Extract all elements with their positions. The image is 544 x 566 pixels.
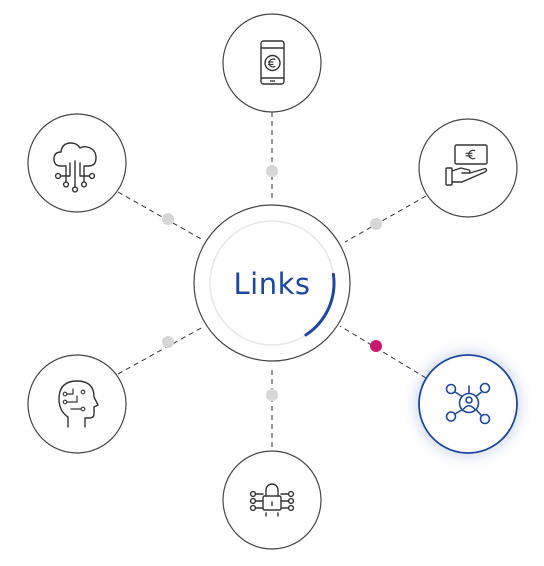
node-network[interactable] (416, 352, 520, 456)
node-cloud-computing[interactable] (27, 113, 127, 213)
connector-dot-artificial-intelligence (162, 336, 174, 348)
node-artificial-intelligence[interactable] (27, 354, 127, 454)
node-mobile-payment[interactable] (222, 13, 322, 113)
connector-dot-network (370, 340, 382, 352)
euro-banknote-hand-icon (445, 144, 488, 186)
center-label: Links (233, 267, 311, 301)
brain-head-icon (58, 380, 99, 428)
connector-dot-cloud-computing (162, 213, 174, 225)
connector-artificial-intelligence (117, 326, 204, 375)
user-network-icon (445, 382, 491, 425)
connector-dot-payment-in-hand (370, 218, 382, 230)
lock-circuit-icon (249, 483, 295, 517)
node-secure-data[interactable] (222, 450, 322, 550)
center-progress-arc (304, 272, 336, 337)
connector-payment-in-hand (344, 195, 427, 243)
connector-dot-mobile-payment (266, 165, 278, 177)
connector-network (339, 325, 427, 379)
connector-dot-secure-data (266, 389, 278, 401)
node-payment-in-hand[interactable] (418, 118, 518, 218)
connector-cloud-computing (117, 191, 204, 241)
cloud-circuit-icon (53, 142, 97, 193)
connectors (117, 112, 427, 452)
smartphone-euro-icon (260, 40, 285, 85)
center-hub (193, 204, 351, 362)
